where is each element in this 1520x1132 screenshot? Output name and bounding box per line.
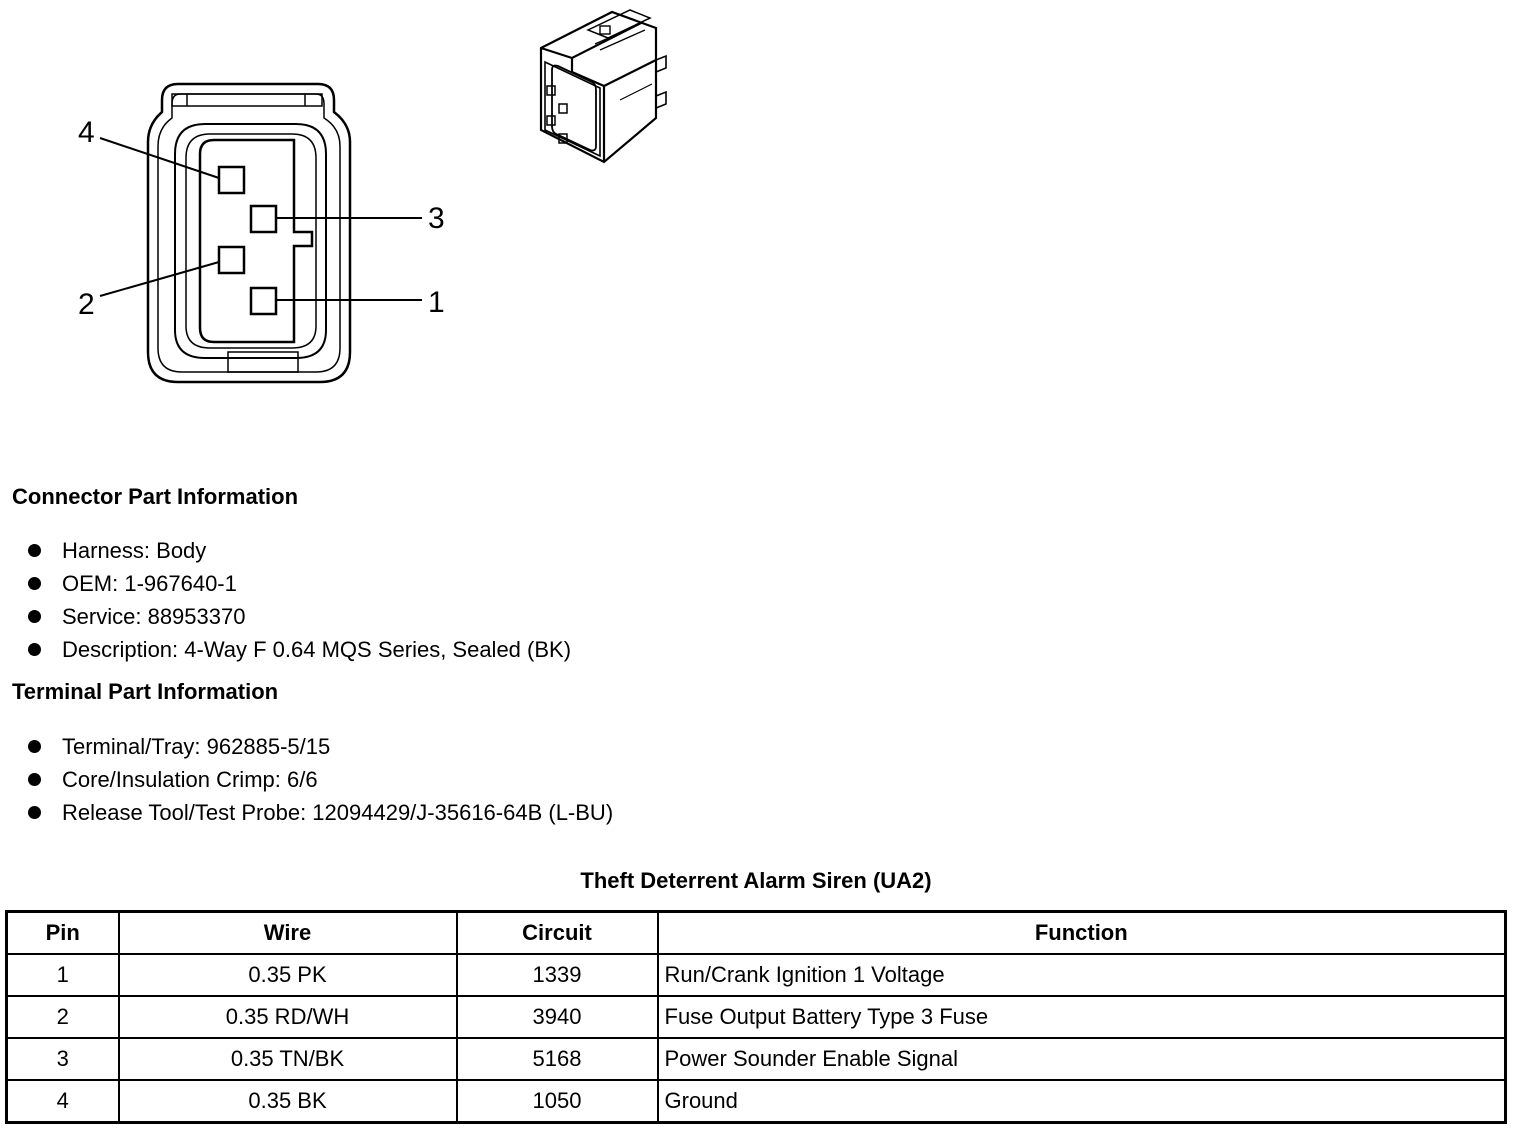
header-circuit: Circuit	[455, 910, 659, 955]
connector-part-info-heading: Connector Part Information	[12, 484, 299, 509]
list-item: Description: 4-Way F 0.64 MQS Series, Se…	[28, 633, 571, 666]
cell-pin: 3	[5, 1037, 120, 1081]
bullet-icon	[28, 806, 41, 819]
list-item: Service: 88953370	[28, 600, 571, 633]
pin-table-title: Theft Deterrent Alarm Siren (UA2)	[580, 868, 932, 893]
bullet-icon	[28, 610, 41, 623]
connector-face	[99, 82, 422, 384]
pin-4-cavity	[217, 165, 246, 195]
cell-function: Fuse Output Battery Type 3 Fuse	[656, 995, 1507, 1039]
cell-function: Power Sounder Enable Signal	[656, 1037, 1507, 1081]
callout-pin-1: 1	[428, 286, 445, 319]
cell-wire: 0.35 PK	[117, 953, 458, 997]
cell-pin: 2	[5, 995, 120, 1039]
cell-circuit: 3940	[455, 995, 659, 1039]
cell-function: Run/Crank Ignition 1 Voltage	[656, 953, 1507, 997]
table-row: 1 0.35 PK 1339 Run/Crank Ignition 1 Volt…	[5, 953, 1507, 997]
cell-circuit: 5168	[455, 1037, 659, 1081]
callout-pin-2: 2	[78, 288, 95, 321]
pin-2-cavity	[217, 245, 246, 275]
cell-wire: 0.35 TN/BK	[117, 1037, 458, 1081]
pin-1-cavity	[249, 286, 278, 316]
pin-table: Pin Wire Circuit Function 1 0.35 PK 1339…	[5, 910, 1507, 1124]
list-item: OEM: 1-967640-1	[28, 567, 571, 600]
table-row: 4 0.35 BK 1050 Ground	[5, 1079, 1507, 1124]
list-item: Core/Insulation Crimp: 6/6	[28, 763, 613, 796]
bullet-icon	[28, 577, 41, 590]
list-item: Terminal/Tray: 962885-5/15	[28, 730, 613, 763]
header-pin: Pin	[5, 910, 120, 955]
bullet-icon	[28, 773, 41, 786]
header-wire: Wire	[117, 910, 458, 955]
connector-diagram: 4 3 2 1	[78, 9, 667, 384]
connector-part-info-list: Harness: Body OEM: 1-967640-1 Service: 8…	[28, 534, 571, 666]
cell-circuit: 1339	[455, 953, 659, 997]
table-row: 2 0.35 RD/WH 3940 Fuse Output Battery Ty…	[5, 995, 1507, 1039]
table-row: 3 0.35 TN/BK 5168 Power Sounder Enable S…	[5, 1037, 1507, 1081]
bullet-icon	[28, 740, 41, 753]
terminal-part-info-list: Terminal/Tray: 962885-5/15 Core/Insulati…	[28, 730, 613, 829]
cell-circuit: 1050	[455, 1079, 659, 1124]
bullet-icon	[28, 643, 41, 656]
cell-function: Ground	[656, 1079, 1507, 1124]
connector-3d-view	[539, 9, 667, 164]
list-item: Release Tool/Test Probe: 12094429/J-3561…	[28, 796, 613, 829]
header-function: Function	[656, 910, 1507, 955]
cell-wire: 0.35 RD/WH	[117, 995, 458, 1039]
bullet-icon	[28, 544, 41, 557]
cell-pin: 4	[5, 1079, 120, 1124]
pin-callouts: 4 3 2 1	[78, 116, 445, 321]
cell-pin: 1	[5, 953, 120, 997]
table-header-row: Pin Wire Circuit Function	[5, 910, 1507, 955]
terminal-part-info-heading: Terminal Part Information	[12, 679, 279, 704]
callout-pin-4: 4	[78, 116, 95, 149]
callout-pin-3: 3	[428, 202, 445, 235]
list-item: Harness: Body	[28, 534, 571, 567]
pin-3-cavity	[249, 204, 278, 234]
cell-wire: 0.35 BK	[117, 1079, 458, 1124]
